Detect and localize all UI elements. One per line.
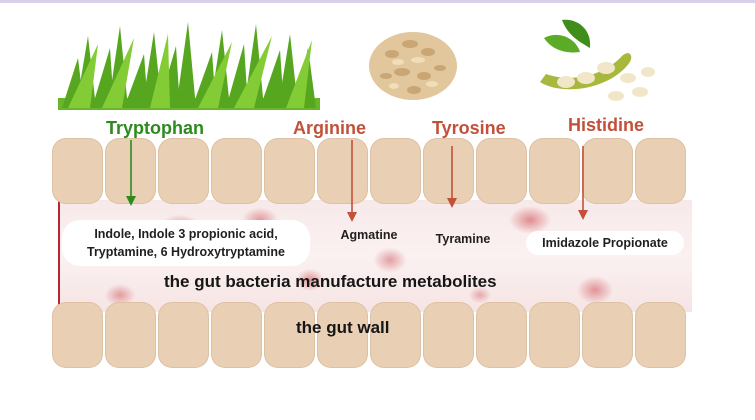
- product-line: Indole, Indole 3 propionic acid,: [94, 227, 278, 241]
- epithelial-cell: [370, 138, 421, 204]
- epithelial-cell: [158, 302, 209, 368]
- epithelial-cell: [211, 138, 262, 204]
- epithelial-cell: [105, 302, 156, 368]
- epithelial-cell: [476, 138, 527, 204]
- epithelial-cell: [264, 302, 315, 368]
- oats-icon: [369, 32, 457, 100]
- caption-metabolites: the gut bacteria manufacture metabolites: [164, 272, 497, 291]
- grass-icon: [58, 22, 320, 110]
- product-label-tryptophan: Indole, Indole 3 propionic acid, Tryptam…: [62, 220, 310, 266]
- epithelial-cell: [582, 138, 633, 204]
- product-label-imidazole-propionate: Imidazole Propionate: [526, 231, 684, 255]
- epithelial-cell: [264, 138, 315, 204]
- gut-wall-lower: [52, 302, 692, 368]
- epithelial-cell: [423, 138, 474, 204]
- top-rule: [0, 0, 755, 3]
- beans-icon: [540, 19, 655, 101]
- amino-label-arginine: Arginine: [293, 118, 367, 138]
- product-line: Tryptamine, 6 Hydroxytryptamine: [87, 245, 285, 259]
- arrow-arginine: [347, 140, 357, 222]
- epithelial-cell: [317, 302, 368, 368]
- epithelial-cell: [529, 302, 580, 368]
- epithelial-cell: [635, 302, 686, 368]
- epithelial-cell: [423, 302, 474, 368]
- epithelial-cell: [52, 302, 103, 368]
- epithelial-cell: [317, 138, 368, 204]
- epithelial-cell: [211, 302, 262, 368]
- epithelial-cell: [529, 138, 580, 204]
- product-label-agmatine: Agmatine: [340, 228, 398, 242]
- arrow-histidine: [578, 146, 588, 220]
- caption-gut-wall: the gut wall: [296, 318, 390, 337]
- arrow-tyrosine: [447, 146, 457, 208]
- epithelial-cell: [476, 302, 527, 368]
- arrow-tryptophan: [126, 140, 136, 206]
- product-label-tyramine: Tyramine: [435, 232, 491, 246]
- epithelial-cell: [635, 138, 686, 204]
- amino-label-histidine: Histidine: [568, 115, 645, 135]
- epithelial-cell: [158, 138, 209, 204]
- amino-label-tyrosine: Tyrosine: [432, 118, 506, 138]
- amino-label-tryptophan: Tryptophan: [106, 118, 204, 138]
- epithelial-cell: [370, 302, 421, 368]
- epithelial-cell: [52, 138, 103, 204]
- epithelial-cell: [582, 302, 633, 368]
